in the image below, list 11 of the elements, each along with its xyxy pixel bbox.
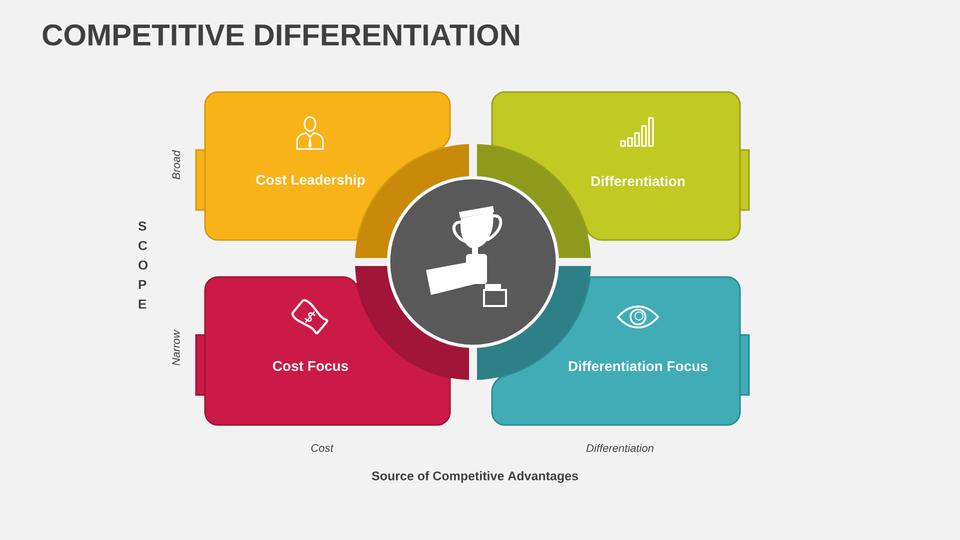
axis-title: S C O P E — [138, 221, 148, 309]
axis-label: Differentiation — [586, 444, 654, 452]
axis-label: Cost — [311, 444, 334, 452]
axis-label: Narrow — [172, 330, 180, 366]
axis-title: Source of Competitive Advantages — [372, 471, 578, 483]
quadrant-box: Differentiation — [491, 91, 750, 241]
axis-label: Broad — [172, 150, 180, 180]
title: COMPETITIVE DIFFERENTIATION — [42, 24, 520, 46]
quadrant-box: Cost Leadership — [195, 91, 451, 241]
quadrant-box: Differentiation Focus — [491, 276, 750, 426]
quadrant-box: Cost Focus — [195, 276, 451, 426]
